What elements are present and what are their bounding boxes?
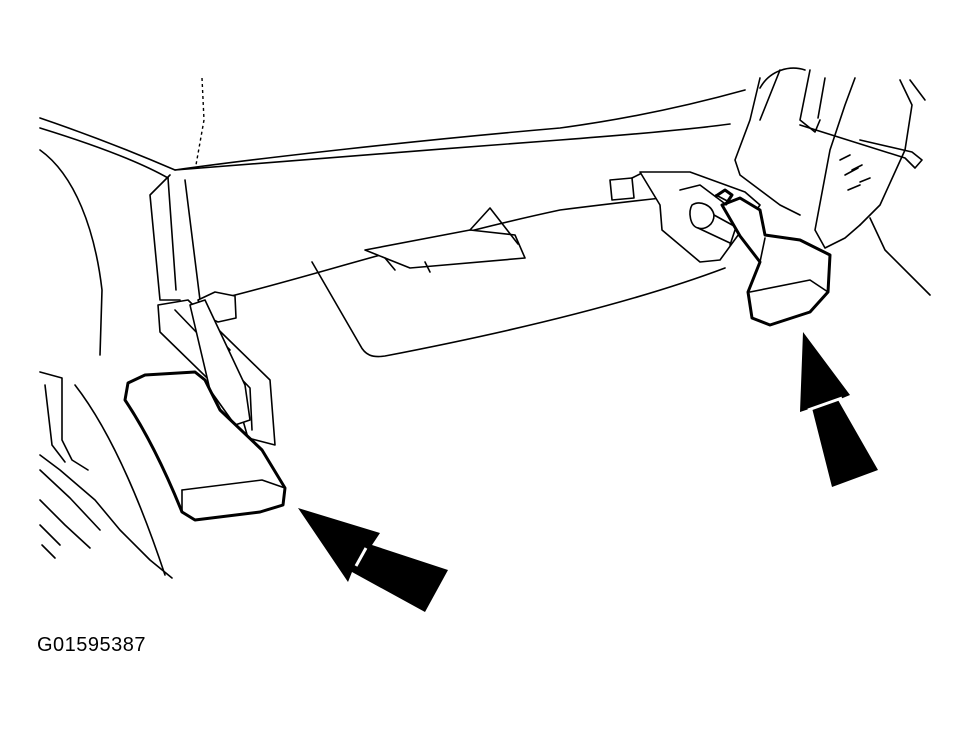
seat-belt bbox=[734, 67, 931, 296]
arrow-rear-trim-cover bbox=[800, 332, 878, 487]
figure-id-label: G01595387 bbox=[37, 634, 147, 656]
seat-cushion bbox=[39, 77, 746, 356]
floor-carpet bbox=[39, 371, 173, 579]
front-seat-track bbox=[157, 291, 276, 446]
front-trim-cover bbox=[123, 370, 287, 522]
seat-frame bbox=[149, 174, 726, 358]
arrow-front-trim-cover bbox=[298, 508, 448, 612]
rear-trim-cover bbox=[714, 188, 832, 327]
